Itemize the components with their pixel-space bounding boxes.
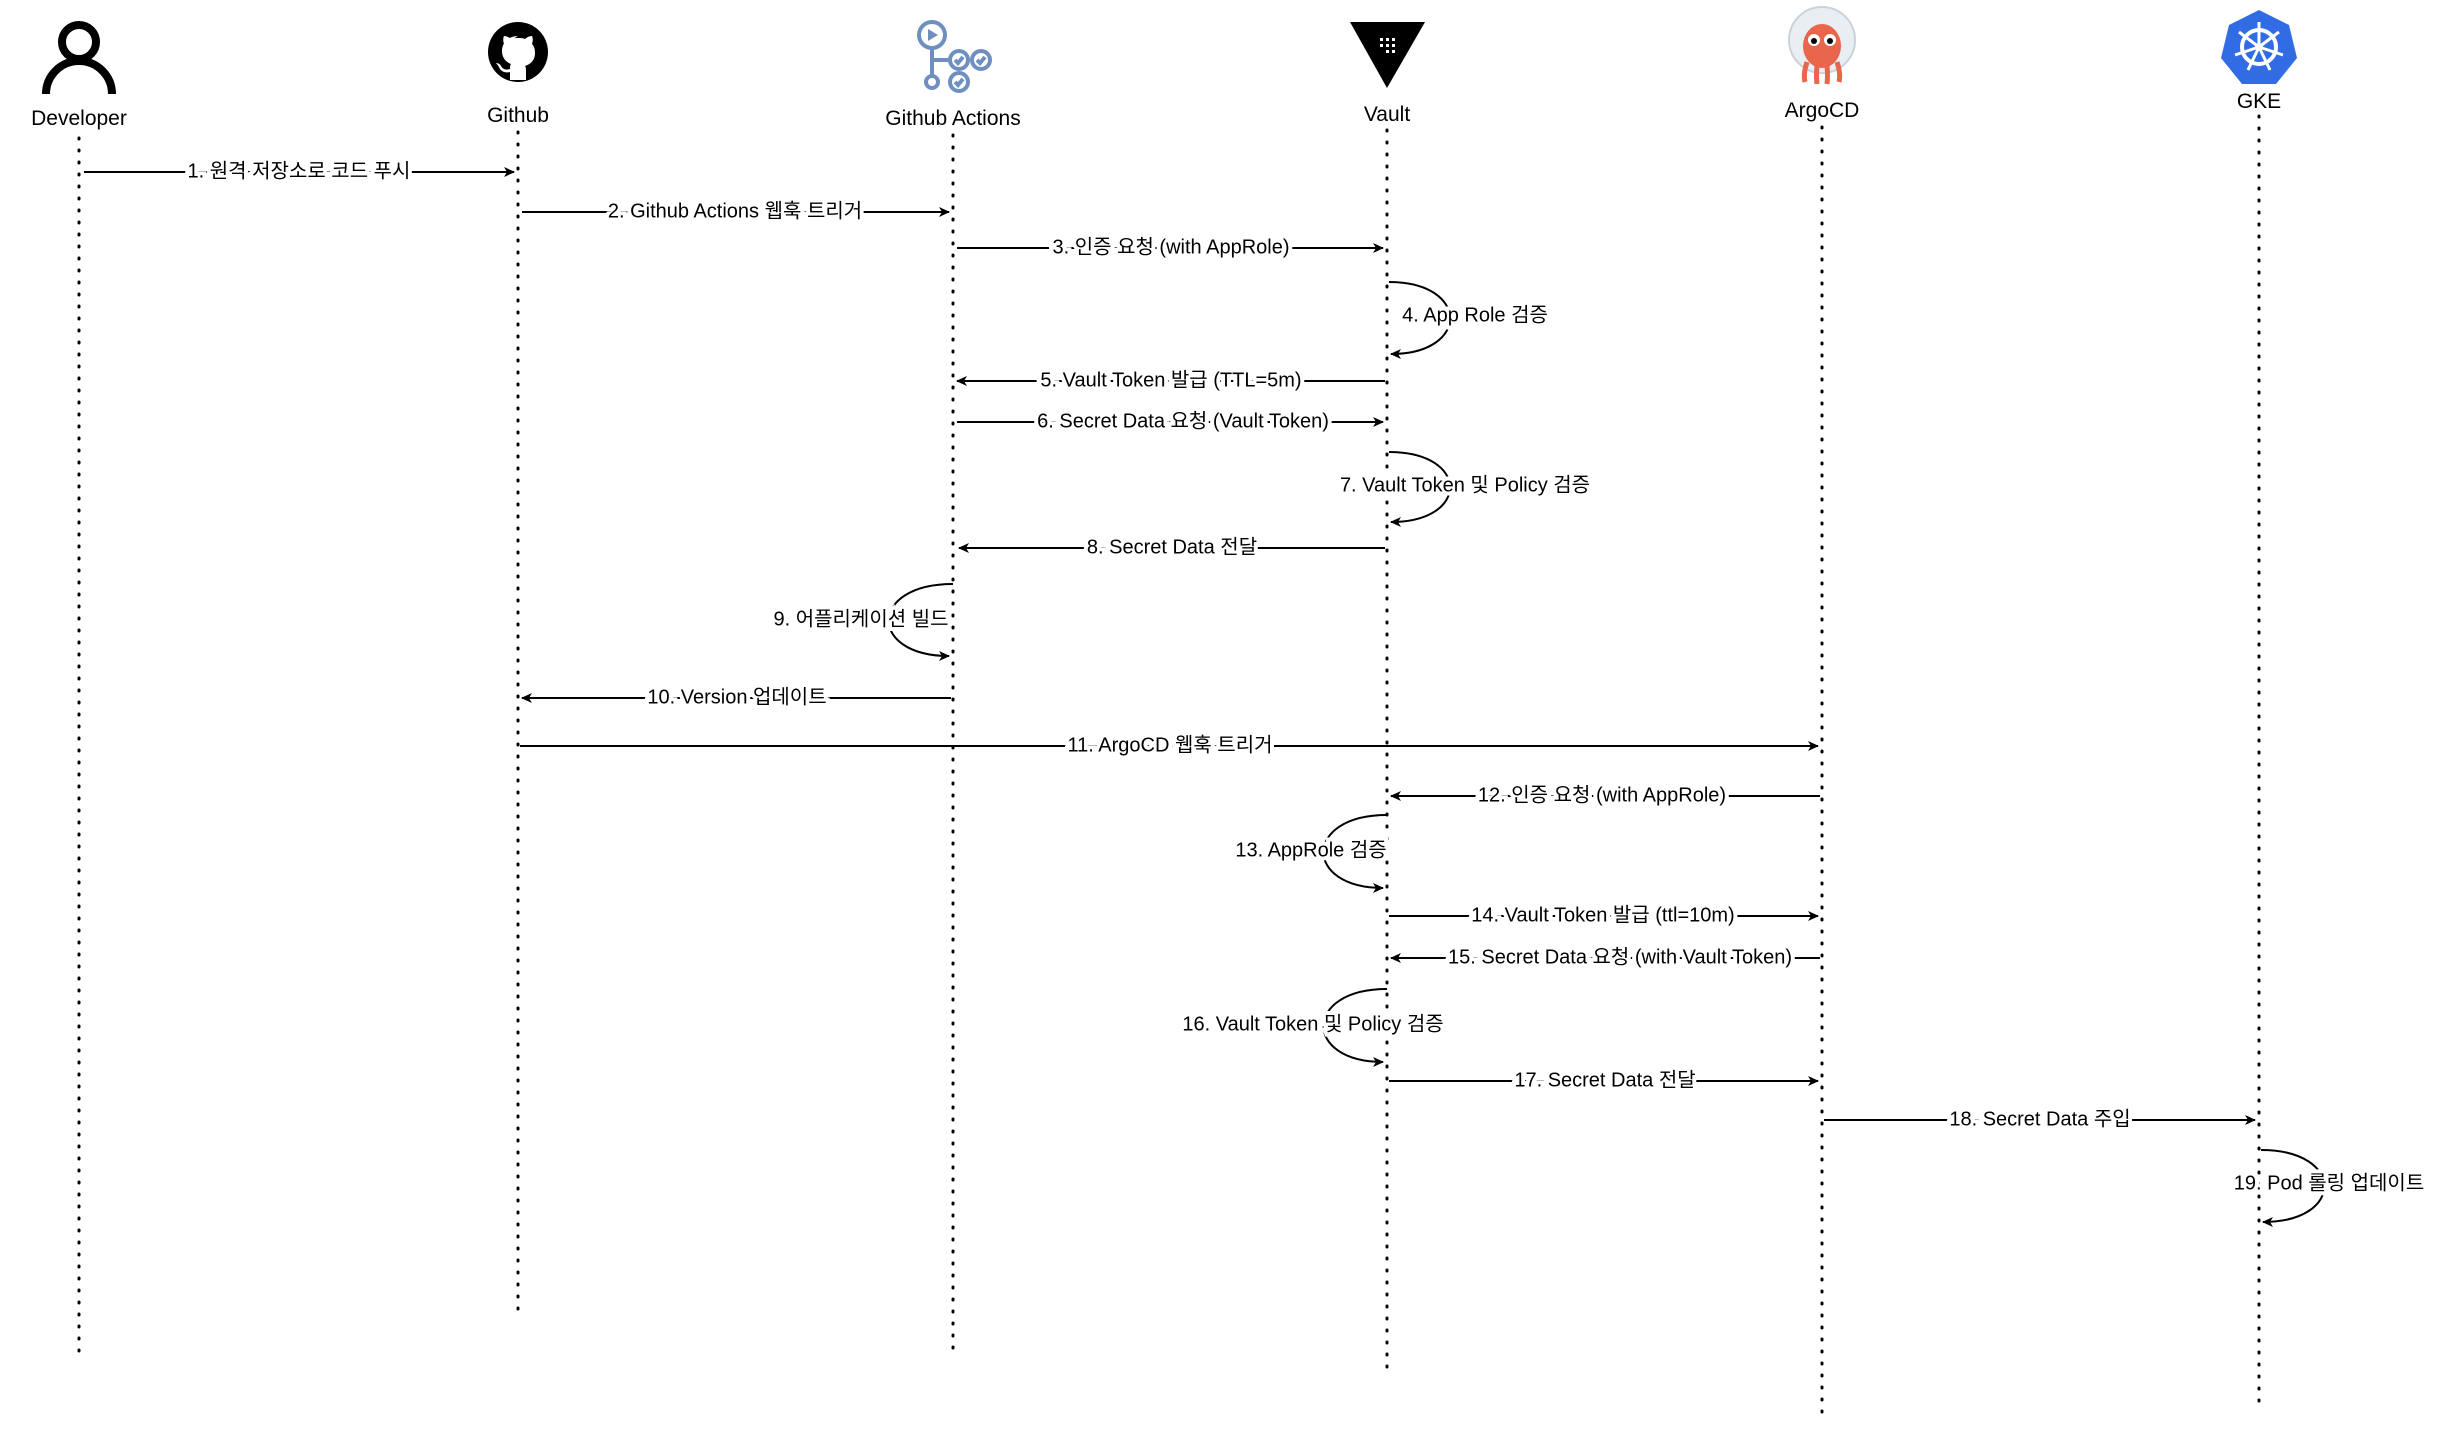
github-actions-icon [917, 20, 992, 93]
message-7-self: 7. Vault Token 및 Policy 검증 [1336, 451, 1594, 527]
github-icon [488, 22, 548, 82]
message-18: 18. Secret Data 주입 [1824, 1103, 2256, 1134]
message-label: 3. 인증 요청 (with AppRole) [1052, 235, 1289, 258]
message-8: 8. Secret Data 전달 [958, 531, 1385, 562]
message-label: 4. App Role 검증 [1402, 303, 1548, 326]
message-label: 6. Secret Data 요청 (Vault Token) [1037, 409, 1329, 432]
message-label: 11. ArgoCD 웹훅 트리거 [1067, 733, 1272, 756]
message-label: 2. Github Actions 웹훅 트리거 [608, 199, 862, 222]
message-13-self: 13. AppRole 검증 [1231, 814, 1391, 893]
message-label: 1. 원격 저장소로 코드 푸시 [188, 159, 411, 182]
message-2: 2. Github Actions 웹훅 트리거 [522, 195, 950, 226]
message-10: 10. Version 업데이트 [521, 681, 951, 712]
message-label: 15. Secret Data 요청 (with Vault Token) [1448, 945, 1792, 968]
message-label: 19. Pod 롤링 업데이트 [2234, 1171, 2424, 1194]
message-3: 3. 인증 요청 (with AppRole) [957, 231, 1384, 262]
participant-label-developer: Developer [31, 107, 127, 130]
person-icon [42, 21, 116, 95]
message-label: 5. Vault Token 발급 (TTL=5m) [1040, 368, 1301, 391]
argocd-icon [1788, 6, 1856, 85]
message-4-self: 4. App Role 검증 [1388, 281, 1552, 359]
participant-labels: Developer Github Github Actions Vault Ar… [31, 90, 2281, 130]
message-label: 7. Vault Token 및 Policy 검증 [1340, 473, 1590, 496]
message-19-self: 19. Pod 롤링 업데이트 [2230, 1149, 2428, 1227]
participant-label-github-actions: Github Actions [885, 107, 1020, 130]
message-14: 14. Vault Token 발급 (ttl=10m) [1389, 899, 1819, 930]
participant-label-argocd: ArgoCD [1785, 99, 1860, 122]
participant-label-github: Github [487, 104, 549, 127]
message-16-self: 16. Vault Token 및 Policy 검증 [1178, 988, 1448, 1067]
participant-label-vault: Vault [1364, 103, 1410, 126]
message-label: 10. Version 업데이트 [647, 685, 826, 708]
message-label: 9. 어플리케이션 빌드 [774, 607, 949, 630]
message-5: 5. Vault Token 발급 (TTL=5m) [956, 364, 1385, 395]
message-label: 12. 인증 요청 (with AppRole) [1478, 783, 1726, 806]
message-9-self: 9. 어플리케이션 빌드 [770, 583, 954, 661]
participant-label-gke: GKE [2237, 90, 2281, 113]
message-17: 17. Secret Data 전달 [1389, 1064, 1819, 1095]
message-15: 15. Secret Data 요청 (with Vault Token) [1390, 941, 1820, 972]
kubernetes-icon [2221, 10, 2297, 84]
message-12: 12. 인증 요청 (with AppRole) [1390, 779, 1820, 810]
message-label: 17. Secret Data 전달 [1514, 1068, 1695, 1091]
message-label: 13. AppRole 검증 [1235, 838, 1386, 861]
message-1: 1. 원격 저장소로 코드 푸시 [84, 155, 515, 186]
message-label: 8. Secret Data 전달 [1087, 535, 1257, 558]
message-label: 18. Secret Data 주입 [1949, 1107, 2130, 1130]
lifelines [77, 114, 2261, 1424]
message-11: 11. ArgoCD 웹훅 트리거 [520, 729, 1819, 760]
message-label: 14. Vault Token 발급 (ttl=10m) [1471, 903, 1734, 926]
message-label: 16. Vault Token 및 Policy 검증 [1182, 1012, 1443, 1035]
vault-icon [1350, 22, 1425, 88]
message-6: 6. Secret Data 요청 (Vault Token) [957, 405, 1384, 436]
